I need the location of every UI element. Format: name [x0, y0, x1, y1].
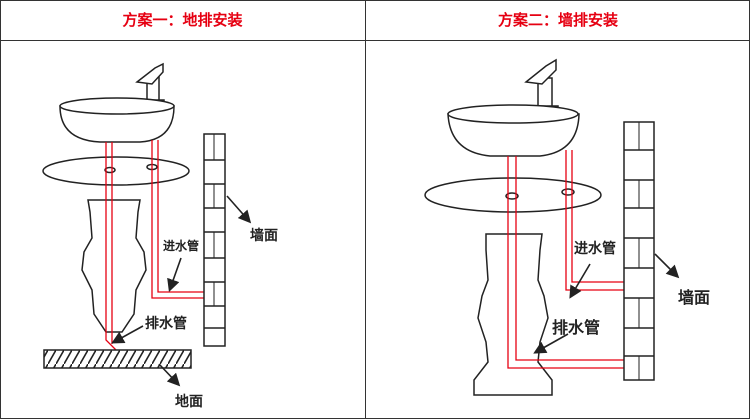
panel-2-diagram: 墙面 进水管 排水管 — [424, 58, 710, 396]
faucet-2 — [524, 58, 559, 113]
basin-1 — [59, 97, 175, 143]
arrows-1 — [111, 195, 252, 387]
arrows-2 — [533, 253, 680, 354]
panel-1-diagram: 墙面 进水管 排水管 地面 — [42, 62, 278, 410]
glass-shelf-2 — [424, 177, 602, 213]
label-water-inlet-2: 进水管 — [574, 240, 616, 257]
label-wall-2: 墙面 — [678, 288, 710, 307]
wall-1 — [203, 133, 226, 347]
basin-2 — [447, 104, 580, 157]
label-drain-2: 排水管 — [552, 318, 600, 337]
panel-2-title: 方案二：墙排安装 — [497, 11, 618, 29]
pipes-1 — [105, 140, 205, 351]
pedestal-1 — [81, 199, 147, 333]
label-water-inlet-1: 进水管 — [163, 238, 199, 253]
glass-shelf-1 — [42, 156, 190, 186]
wall-2 — [623, 121, 655, 381]
label-wall-1: 墙面 — [250, 227, 278, 244]
pipes-2 — [507, 150, 625, 369]
label-floor-1: 地面 — [175, 393, 203, 410]
floor-1 — [43, 349, 192, 369]
label-drain-1: 排水管 — [145, 315, 187, 332]
panel-1-title: 方案一：地排安装 — [122, 11, 243, 29]
pedestal-2 — [473, 233, 553, 396]
